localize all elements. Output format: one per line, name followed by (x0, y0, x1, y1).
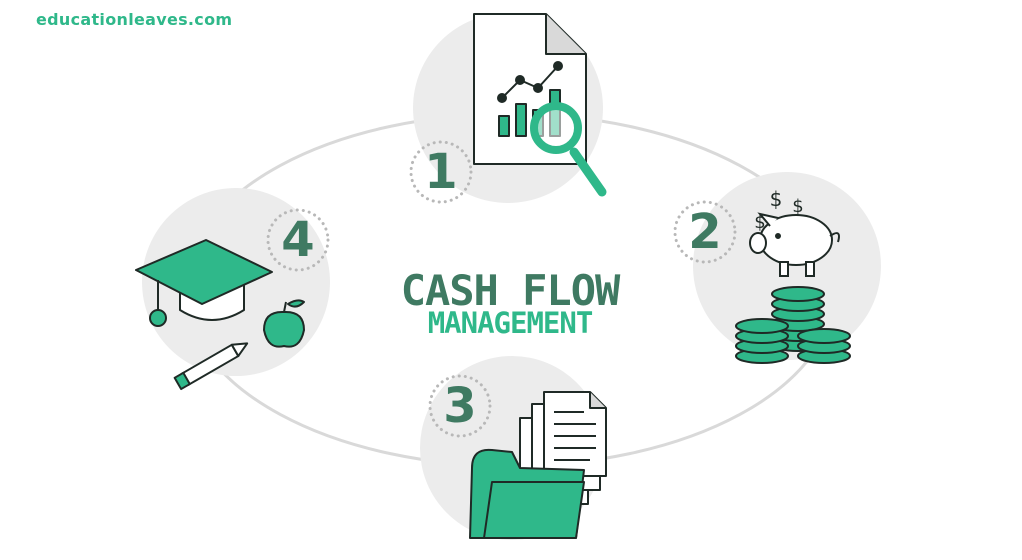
step-1-number: 1 (424, 144, 458, 200)
diagram-subtitle: MANAGEMENT (427, 306, 594, 340)
step-3-number: 3 (443, 378, 477, 434)
step-4-number-ring (266, 208, 330, 272)
diagram-title: CASH FLOW (400, 266, 621, 315)
piggy-bank-coins-icon: $ $ $ (735, 187, 851, 364)
step-3-number-ring (428, 374, 492, 438)
svg-text:$: $ (792, 196, 803, 217)
svg-text:$: $ (770, 187, 783, 211)
step-1-number-ring (409, 140, 473, 204)
graduation-cap-apple-pencil-icon (135, 239, 305, 391)
step-2-number-ring (673, 200, 737, 264)
report-magnifier-icon (473, 13, 607, 197)
step-4-number: 4 (281, 212, 315, 268)
svg-text:$: $ (754, 212, 765, 233)
brand-site-name: educationleaves.com (36, 10, 233, 29)
step-2-number: 2 (688, 204, 722, 260)
folder-documents-icon (469, 391, 607, 539)
